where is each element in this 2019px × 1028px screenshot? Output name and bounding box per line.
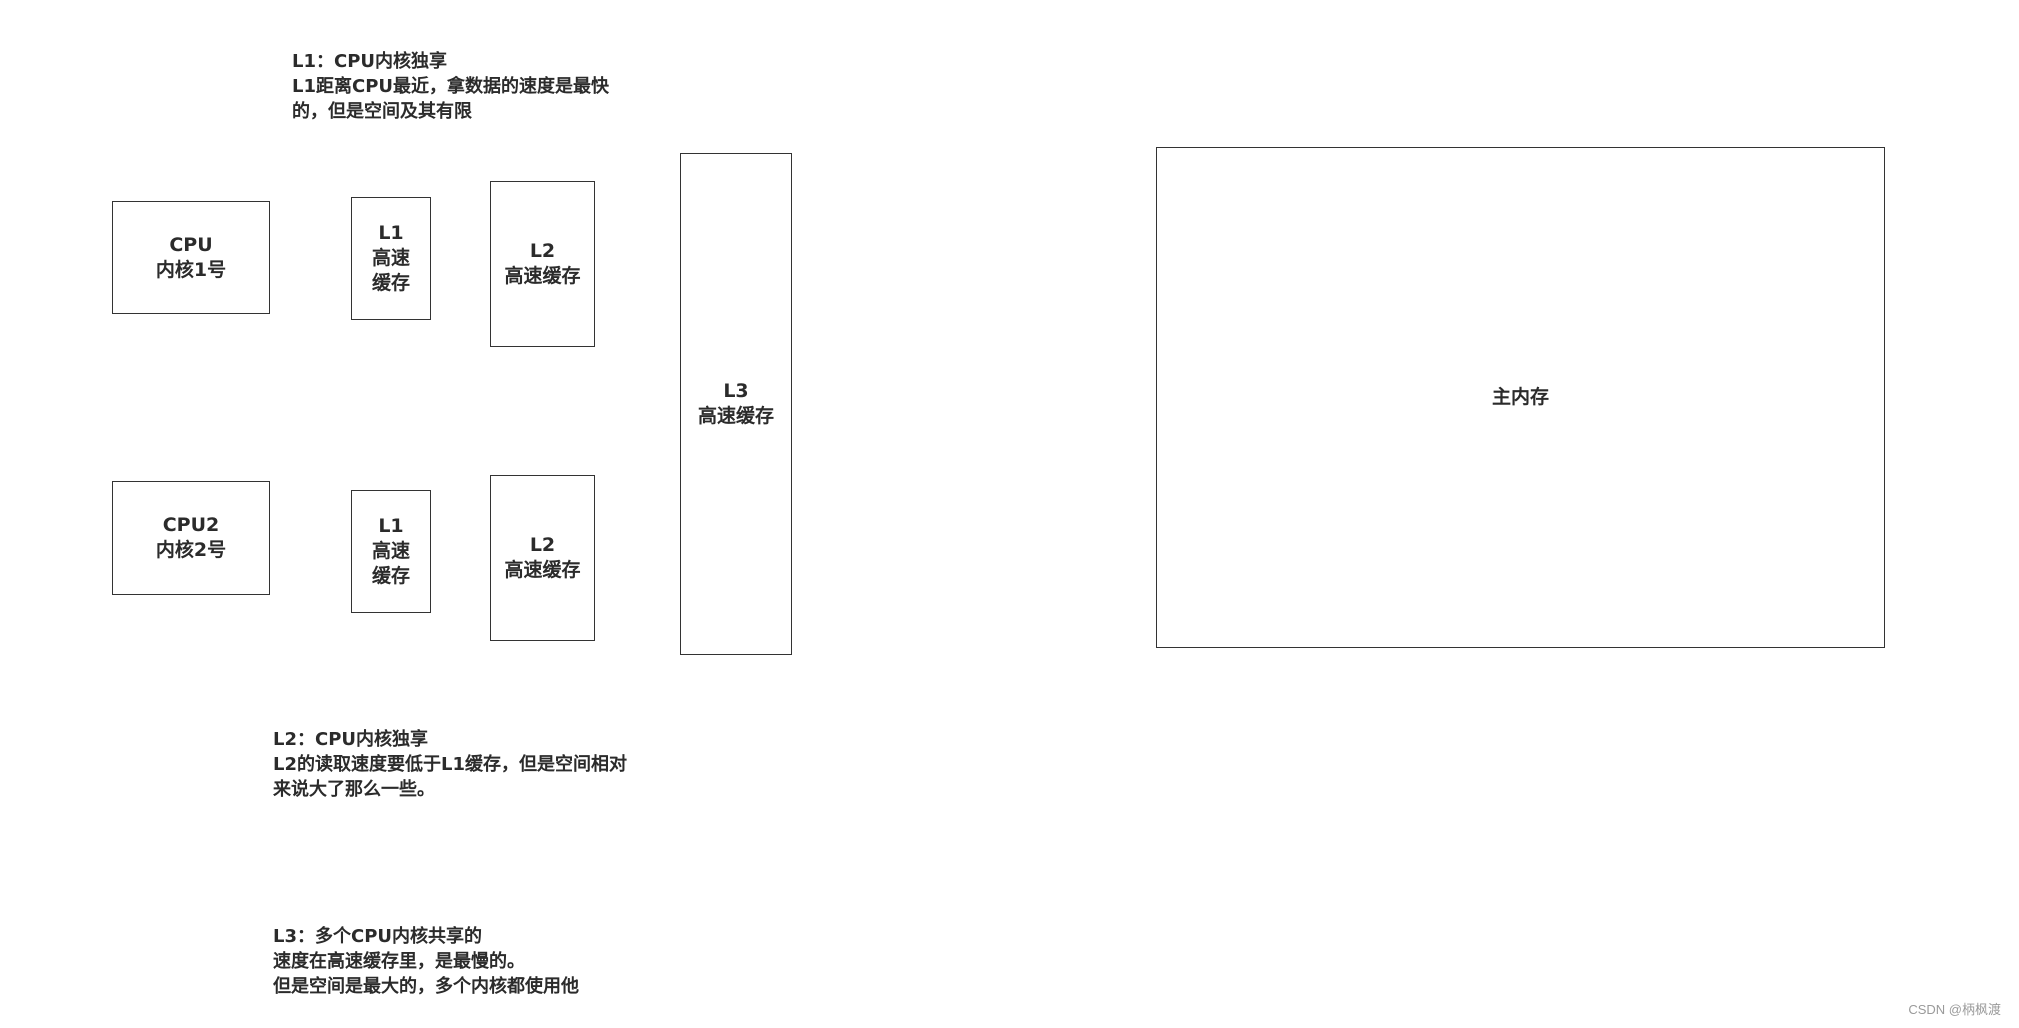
l3-note: L3：多个CPU内核共享的 速度在高速缓存里，是最慢的。 但是空间是最大的，多个… (273, 924, 579, 999)
l3-note-line2: 但是空间是最大的，多个内核都使用他 (273, 976, 579, 997)
l2-cache-core1-level: L2 (529, 240, 556, 262)
l1-cache-core1-level: L1 (378, 222, 404, 244)
l1-note: L1：CPU内核独享 L1距离CPU最近，拿数据的速度是最快 的，但是空间及其有… (292, 49, 609, 124)
l2-cache-core2-label: 高速缓存 (504, 559, 581, 581)
cpu-core-2-label: 内核2号 (155, 539, 227, 561)
l1-cache-core1-line2: 高速 (371, 247, 410, 269)
cpu-core-1-label: 内核1号 (155, 258, 227, 281)
csdn-watermark: CSDN @柄枫渡 (1908, 1002, 2001, 1017)
cpu-core-1-name: CPU (169, 233, 213, 256)
cpu-core-2-box: CPU2 内核2号 (112, 481, 270, 595)
l2-cache-core1-box: L2 高速缓存 (490, 181, 595, 347)
l1-cache-core1-box: L1 高速 缓存 (351, 197, 431, 320)
cpu-core-2-name: CPU2 (162, 514, 220, 536)
l2-note-title: L2：CPU内核独享 (273, 729, 429, 750)
l3-note-title: L3：多个CPU内核共享的 (273, 926, 483, 947)
l1-cache-core2-line3: 缓存 (371, 565, 410, 587)
l2-note: L2：CPU内核独享 L2的读取速度要低于L1缓存，但是空间相对 来说大了那么一… (273, 727, 627, 802)
l1-cache-core2-level: L1 (378, 515, 404, 537)
l2-cache-core2-box: L2 高速缓存 (490, 475, 595, 641)
l1-note-line2: 的，但是空间及其有限 (292, 101, 472, 122)
l3-cache-level: L3 (723, 380, 749, 402)
l1-note-title: L1：CPU内核独享 (292, 51, 448, 72)
main-memory-box: 主内存 (1156, 147, 1885, 648)
l1-cache-core2-box: L1 高速 缓存 (351, 490, 431, 613)
l2-cache-core2-level: L2 (529, 534, 556, 556)
l1-cache-core2-line2: 高速 (371, 540, 410, 562)
l3-note-line1: 速度在高速缓存里，是最慢的。 (273, 951, 525, 972)
l3-cache-box: L3 高速缓存 (680, 153, 792, 655)
l1-note-line1: L1距离CPU最近，拿数据的速度是最快 (292, 76, 610, 97)
l3-cache-label: 高速缓存 (697, 405, 774, 427)
l2-cache-core1-label: 高速缓存 (504, 265, 581, 287)
l2-note-line1: L2的读取速度要低于L1缓存，但是空间相对 (273, 754, 627, 775)
cpu-core-1-box: CPU 内核1号 (112, 201, 270, 314)
l1-cache-core1-line3: 缓存 (371, 272, 410, 294)
main-memory-label: 主内存 (1491, 386, 1549, 408)
l2-note-line2: 来说大了那么一些。 (273, 779, 435, 800)
